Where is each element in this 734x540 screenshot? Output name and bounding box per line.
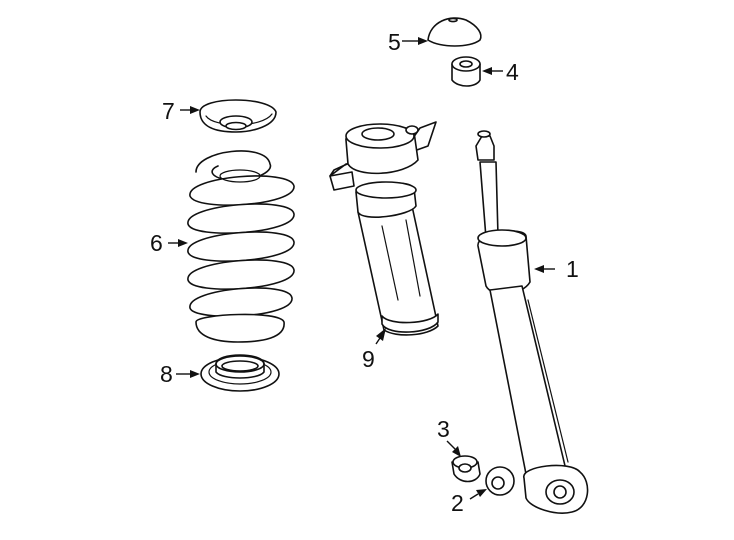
callout-1: 1 [566,256,579,282]
part-4-nut [451,56,481,87]
callout-2: 2 [451,490,464,516]
callout-7: 7 [162,98,175,124]
callout-6: 6 [150,230,163,256]
callout-5: 5 [388,29,401,55]
part-7-upper-seat [199,99,277,133]
callout-3: 3 [437,416,450,442]
part-1-shock-absorber [475,130,589,514]
callout-9: 9 [362,346,375,372]
callout-4: 4 [506,59,519,85]
callout-8: 8 [160,361,173,387]
part-5-cap [427,17,482,47]
part-9-mount-boot [329,121,439,336]
part-3-nut [451,455,481,483]
part-8-lower-seat [200,354,280,392]
leader-lines [168,37,555,500]
part-6-coil-spring [187,150,295,343]
part-2-washer [485,466,515,496]
